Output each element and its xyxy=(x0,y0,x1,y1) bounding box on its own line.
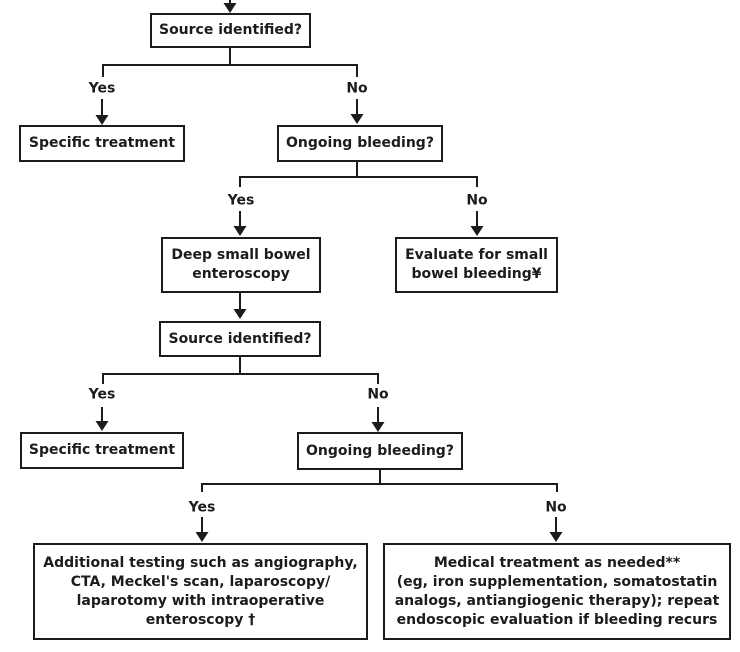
node-source-identified-1-label: Source identified? xyxy=(158,22,303,38)
node-deep-small-bowel-enteroscopy: Deep small bowel enteroscopy xyxy=(161,237,321,293)
edge-label-yes-1: Yes xyxy=(88,80,116,97)
node-source-identified-2-label: Source identified? xyxy=(168,330,312,347)
edge-no3-arrow xyxy=(371,407,385,432)
node-evaluate-small-bowel-bleeding: Evaluate for small bowel bleeding¥ xyxy=(395,237,558,293)
node-additional-testing-label: Additional testing such as angiography, … xyxy=(43,554,358,628)
edge-yes2-arrow xyxy=(233,211,247,236)
node-specific-treatment-1: Specific treatment xyxy=(19,125,185,162)
edge-label-no-4: No xyxy=(545,499,567,516)
node-specific-treatment-1-label: Specific treatment xyxy=(28,135,176,151)
edge-label-yes-2: Yes xyxy=(227,192,255,209)
node-evaluate-small-bowel-bleeding-label: Evaluate for small bowel bleeding¥ xyxy=(405,247,548,282)
edge-deep-to-source2-arrow xyxy=(233,293,247,319)
edge-no4-arrow xyxy=(549,517,563,542)
edge-entry-arrow xyxy=(223,0,237,13)
node-ongoing-bleeding-1: Ongoing bleeding? xyxy=(277,125,443,162)
edge-label-no-2: No xyxy=(466,192,488,209)
node-source-identified-1: Source identified? xyxy=(150,13,311,48)
edge-yes3-arrow xyxy=(95,407,109,431)
edge-yes1-arrow xyxy=(95,99,109,125)
node-deep-small-bowel-enteroscopy-label: Deep small bowel enteroscopy xyxy=(171,247,311,282)
edge-ongoing2-split xyxy=(201,469,558,492)
node-source-identified-2: Source identified? xyxy=(159,321,321,357)
edge-no2-arrow xyxy=(470,211,484,236)
node-ongoing-bleeding-2: Ongoing bleeding? xyxy=(297,432,463,470)
edge-no1-arrow xyxy=(350,99,364,124)
edge-ongoing1-split xyxy=(239,162,478,187)
edge-label-yes-3: Yes xyxy=(88,386,116,403)
edge-label-yes-4: Yes xyxy=(188,499,216,516)
node-ongoing-bleeding-1-label: Ongoing bleeding? xyxy=(286,135,434,151)
edge-yes4-arrow xyxy=(195,517,209,542)
node-specific-treatment-2-label: Specific treatment xyxy=(28,442,176,458)
node-ongoing-bleeding-2-label: Ongoing bleeding? xyxy=(306,442,454,459)
node-specific-treatment-2: Specific treatment xyxy=(20,432,184,469)
node-medical-treatment-label: Medical treatment as needed** (eg, iron … xyxy=(394,554,720,628)
edge-source2-split xyxy=(102,357,379,384)
node-additional-testing: Additional testing such as angiography, … xyxy=(33,543,368,640)
edge-label-no-3: No xyxy=(367,386,389,403)
node-medical-treatment: Medical treatment as needed** (eg, iron … xyxy=(383,543,731,640)
edge-label-no-1: No xyxy=(346,80,368,97)
edge-source1-split xyxy=(102,48,358,77)
